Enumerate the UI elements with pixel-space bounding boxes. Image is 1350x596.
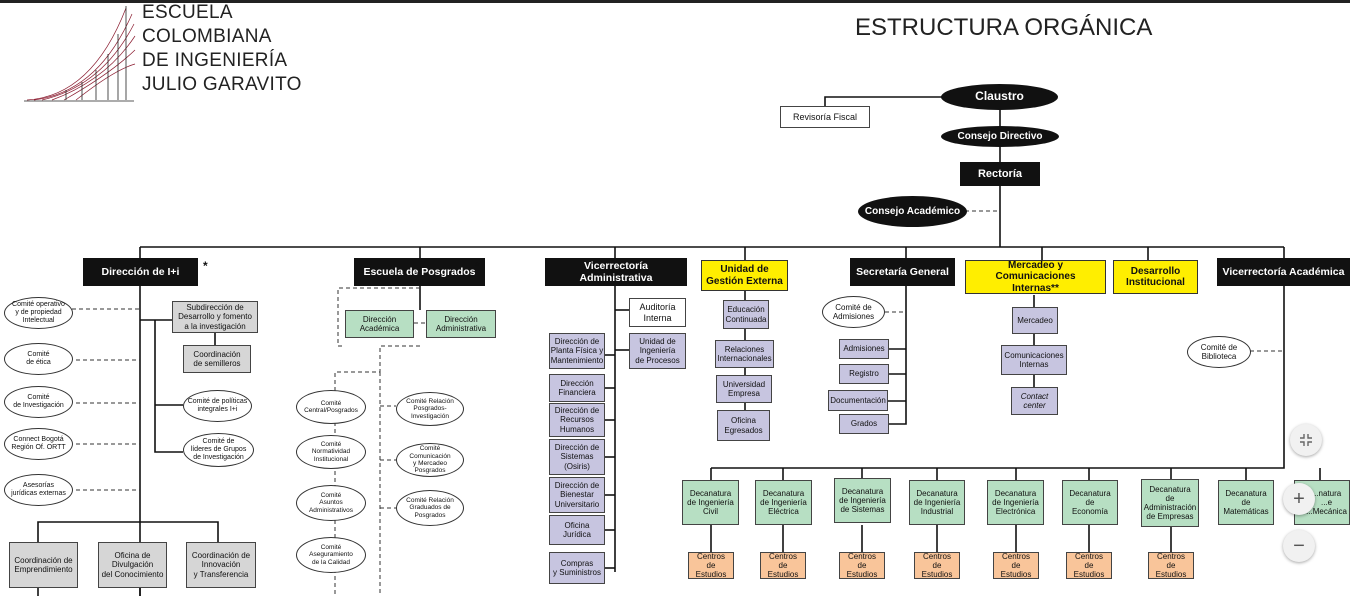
vice-admin-recursos-humanos: Dirección de Recursos Humanos <box>549 403 605 437</box>
zoom-in-button[interactable]: + <box>1283 483 1315 515</box>
centros-economia: Centros de Estudios <box>1066 552 1112 579</box>
idi-comite-etica: Comité de ética <box>4 343 73 375</box>
gestion-universidad-empresa: Universidad Empresa <box>716 375 772 403</box>
logo-line-3: DE INGENIERÍA <box>142 50 288 71</box>
idi-comite-operativo: Comité operativo y de propiedad Intelect… <box>4 297 73 329</box>
unit-posgrados: Escuela de Posgrados <box>354 258 485 286</box>
vice-admin-planta-fisica: Dirección de Planta Física y Mantenimien… <box>549 333 605 369</box>
unit-mercadeo: Mercadeo y Comunicaciones Internas** <box>965 260 1106 294</box>
posgrados-comite-normatividad: Comité Normatividad Institucional <box>296 435 366 469</box>
decanatura-administracion: Decanatura de Administración de Empresas <box>1141 479 1199 527</box>
gestion-oficina-egresados: Oficina Egresados <box>717 410 770 441</box>
vice-admin-compras: Compras y Suministros <box>549 552 605 584</box>
decanatura-industrial: Decanatura de Ingeniería Industrial <box>909 480 965 525</box>
idi-coordinacion-emprendimiento: Coordinación de Emprendimiento <box>9 542 78 588</box>
vice-admin-ingenieria-procesos: Unidad de Ingeniería de Procesos <box>629 333 686 369</box>
centros-civil: Centros de Estudios <box>688 552 734 579</box>
gestion-relaciones-internacionales: Relaciones Internacionales <box>715 340 774 368</box>
secretaria-comite-admisiones: Comité de Admisiones <box>822 296 885 328</box>
unit-secretaria-general: Secretaría General <box>850 258 955 286</box>
decanatura-electrica: Decanatura de Ingeniería Eléctrica <box>755 480 812 525</box>
decanatura-economia: Decanatura de Economía <box>1062 480 1118 525</box>
posgrados-comite-aseguramiento: Comité Aseguramiento de la Calidad <box>296 537 366 573</box>
fit-screen-icon <box>1300 434 1312 446</box>
centros-industrial: Centros de Estudios <box>914 552 960 579</box>
posgrados-comite-comunicacion: Comité Comunicación y Mercadeo Posgrados <box>396 443 464 477</box>
vice-acad-comite-biblioteca: Comité de Biblioteca <box>1187 336 1251 368</box>
idi-oficina-divulgacion: Oficina de Divulgación del Conocimiento <box>98 542 167 588</box>
posgrados-direccion-administrativa: Dirección Administrativa <box>426 310 496 338</box>
decanatura-civil: Decanatura de Ingeniería Civil <box>682 480 739 525</box>
vice-admin-financiera: Dirección Financiera <box>549 374 605 402</box>
vice-admin-juridica: Oficina Jurídica <box>549 515 605 545</box>
revisoria-fiscal-node: Revisoría Fiscal <box>780 106 870 128</box>
mercadeo-mercadeo: Mercadeo <box>1012 307 1058 334</box>
unit-vicerrectoria-administrativa: Vicerrectoría Administrativa <box>545 258 687 286</box>
secretaria-grados: Grados <box>839 414 889 434</box>
vice-admin-bienestar: Dirección de Bienestar Universitario <box>549 477 605 513</box>
posgrados-direccion-academica: Dirección Académica <box>345 310 414 338</box>
page-title: ESTRUCTURA ORGÁNICA <box>855 14 1153 41</box>
top-border <box>0 0 1350 3</box>
school-logo-icon <box>24 6 136 102</box>
idi-asesorias-juridicas: Asesorías jurídicas externas <box>4 474 73 506</box>
secretaria-documentacion: Documentación <box>828 390 888 411</box>
unit-vicerrectoria-academica: Vicerrectoría Académica <box>1217 258 1350 286</box>
secretaria-registro: Registro <box>839 364 889 384</box>
idi-semilleros: Coordinación de semilleros <box>183 345 251 373</box>
idi-comite-investigacion: Comité de Investigación <box>4 386 73 418</box>
idi-comite-lideres: Comité de líderes de Grupos de Investiga… <box>183 433 254 467</box>
logo-line-4: JULIO GARAVITO <box>142 74 302 95</box>
unit-desarrollo-institucional: Desarrollo Institucional <box>1113 260 1198 294</box>
posgrados-star: * <box>475 259 480 273</box>
rectoria-node: Rectoría <box>960 162 1040 186</box>
decanatura-sistemas: Decanatura de Ingeniería de Sistemas <box>834 478 891 523</box>
idi-coordinacion-innovacion: Coordinación de Innovación y Transferenc… <box>186 542 256 588</box>
logo-line-1: ESCUELA <box>142 2 233 23</box>
logo-line-2: COLOMBIANA <box>142 26 272 47</box>
posgrados-comite-asuntos: Comité Asuntos Administrativos <box>296 485 366 521</box>
idi-subdireccion: Subdirección de Desarrollo y fomento a l… <box>172 301 258 333</box>
posgrados-comite-relacion-investigacion: Comité Relación Posgrados- Investigación <box>396 392 464 426</box>
idi-star: * <box>203 259 208 273</box>
unit-gestion-externa: Unidad de Gestión Externa <box>701 260 788 291</box>
decanatura-matematicas: Decanatura de Matemáticas <box>1218 480 1274 525</box>
zoom-out-button[interactable]: − <box>1283 530 1315 562</box>
secretaria-admisiones: Admisiones <box>839 339 889 359</box>
claustro-node: Claustro <box>941 84 1058 110</box>
centros-administracion: Centros de Estudios <box>1148 552 1194 579</box>
vice-admin-sistemas: Dirección de Sistemas (Osiris) <box>549 439 605 475</box>
vice-admin-auditoria: Auditoría Interna <box>629 298 686 327</box>
mercadeo-comunicaciones-internas: Comunicaciones Internas <box>1001 345 1067 375</box>
consejo-directivo-node: Consejo Directivo <box>941 126 1059 147</box>
unit-idi: Dirección de I+i <box>83 258 198 286</box>
mercadeo-contact-center: Contact center <box>1011 387 1058 415</box>
centros-electronica: Centros de Estudios <box>993 552 1039 579</box>
idi-connect-bogota: Connect Bogotá Región Of. ORTT <box>4 428 73 460</box>
fit-screen-button[interactable] <box>1290 424 1322 456</box>
decanatura-electronica: Decanatura de Ingeniería Electrónica <box>987 480 1044 525</box>
centros-electrica: Centros de Estudios <box>760 552 806 579</box>
posgrados-comite-graduados: Comité Relación Graduados de Posgrados <box>396 490 464 526</box>
consejo-academico-node: Consejo Académico <box>858 196 967 227</box>
centros-sistemas: Centros de Estudios <box>839 552 885 579</box>
idi-comite-politicas: Comité de políticas integrales I+i <box>183 390 252 422</box>
posgrados-comite-central: Comité Central/Posgrados <box>296 390 366 424</box>
gestion-educacion-continuada: Educación Continuada <box>723 300 769 329</box>
